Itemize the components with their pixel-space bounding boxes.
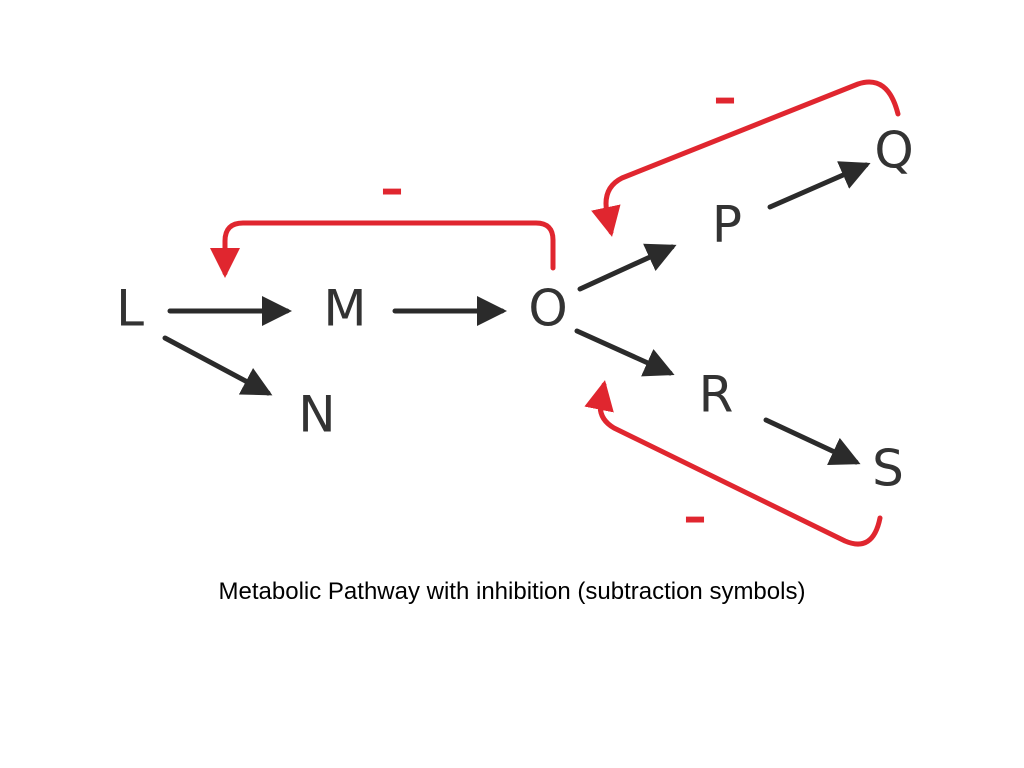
minus-sign-o-to-m: – <box>381 162 404 216</box>
node-p: P <box>712 196 742 254</box>
node-q: Q <box>874 122 913 180</box>
inhibition-s-to-r <box>584 380 883 547</box>
arrow-p-to-q <box>767 161 871 210</box>
inhibition-o-to-m <box>210 220 556 278</box>
arrow-r-to-s <box>763 417 861 466</box>
arrow-l-to-n <box>162 335 273 396</box>
minus-sign-s-to-r: – <box>684 490 707 544</box>
node-r: R <box>699 366 734 424</box>
minus-sign-q-to-p: – <box>714 71 737 125</box>
node-n: N <box>298 386 335 444</box>
node-m: M <box>323 280 366 338</box>
arrow-o-to-p <box>577 243 677 292</box>
metabolic-pathway-diagram: L M N O P Q R S – – – <box>116 71 914 547</box>
inhibition-q-to-p <box>591 79 901 237</box>
arrow-o-to-r <box>574 328 675 377</box>
node-o: O <box>528 280 567 338</box>
node-s: S <box>872 440 904 498</box>
caption: Metabolic Pathway with inhibition (subtr… <box>218 578 806 605</box>
node-l: L <box>116 280 144 338</box>
